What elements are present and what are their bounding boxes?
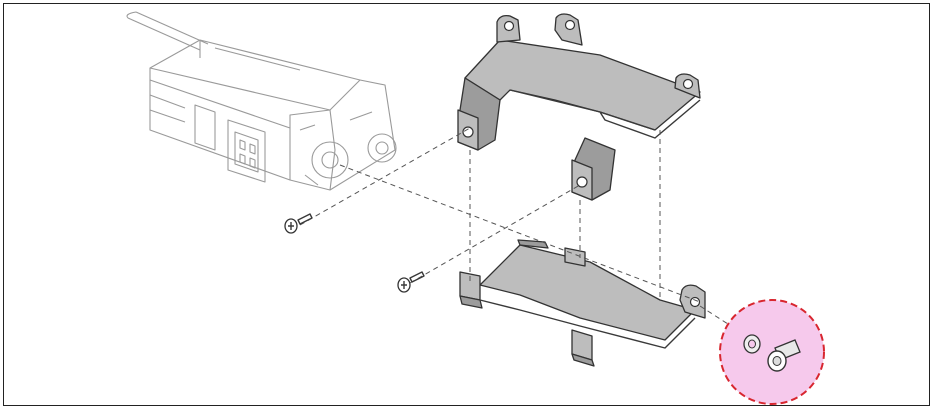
washer <box>743 334 761 354</box>
bolt <box>767 339 801 372</box>
assembly-guide-lines <box>299 127 746 336</box>
screw-upper-left <box>284 213 313 234</box>
lower-bracket <box>459 239 706 367</box>
servo-actuator <box>126 11 397 191</box>
screw-lower-left <box>397 271 425 293</box>
upper-bracket <box>457 13 701 201</box>
